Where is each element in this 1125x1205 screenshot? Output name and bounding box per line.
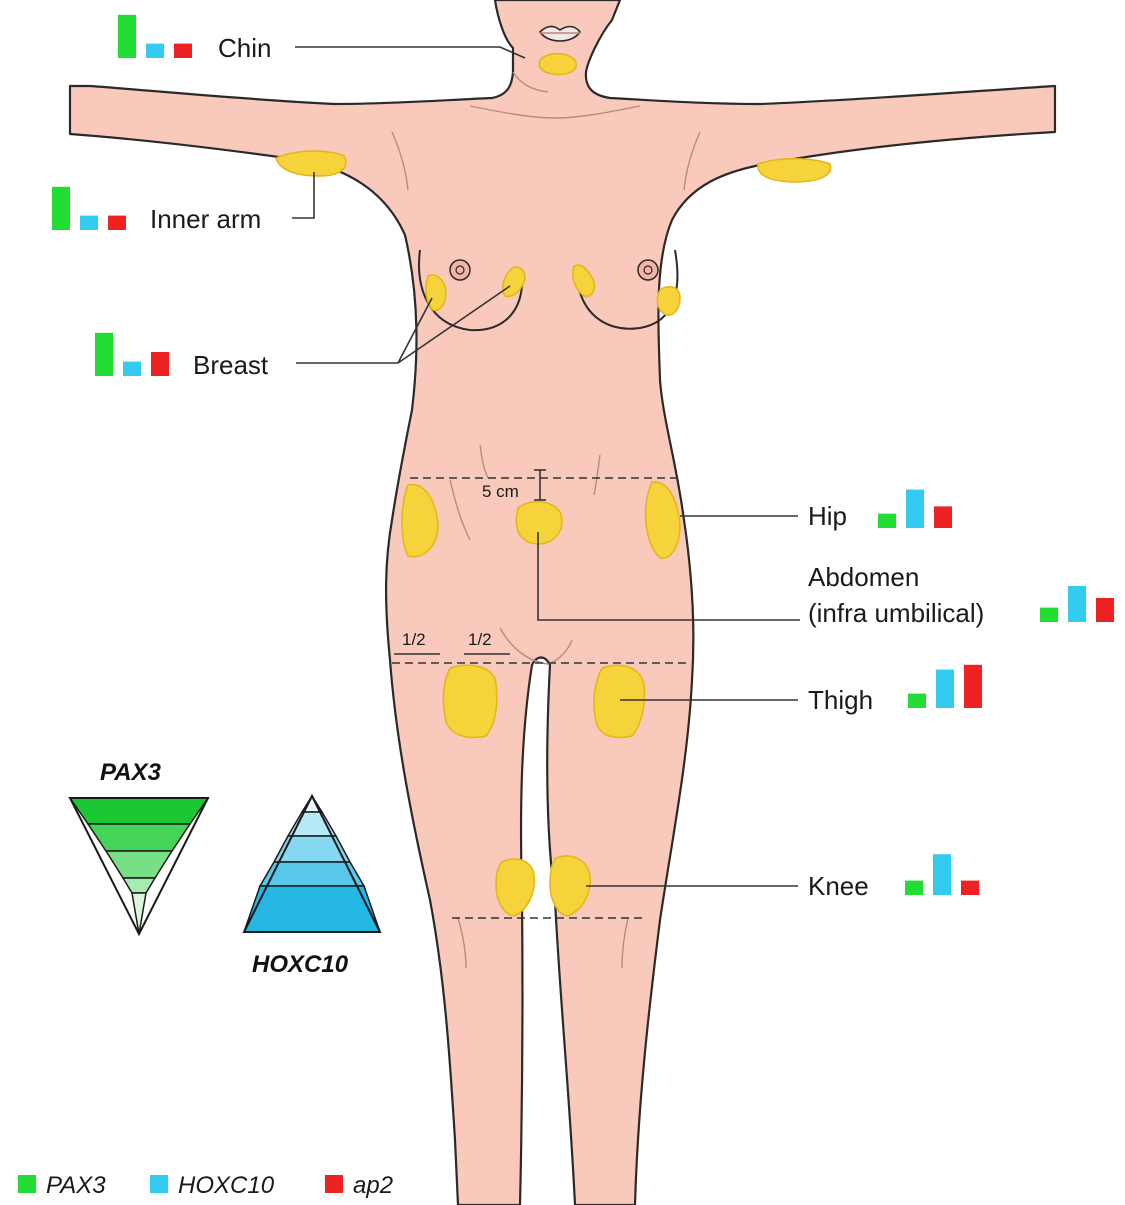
bar-thigh-ap2 [964,665,982,708]
bar-knee-hoxc10 [933,854,951,895]
fat-thigh-left [443,665,496,737]
label-hip: Hip [808,501,847,531]
bar-inner-arm-ap2 [108,216,126,230]
legend-label-pax3: PAX3 [46,1172,106,1199]
bar-inner-arm-pax3 [52,187,70,230]
hoxc10-gradient: HOXC10 [244,796,380,978]
bar-hip-hoxc10 [906,490,924,528]
bar-abdomen-hoxc10 [1068,586,1086,622]
label-knee: Knee [808,871,869,901]
fat-knee-left [496,859,534,916]
bar-inner-arm-hoxc10 [80,216,98,230]
bar-abdomen-ap2 [1096,598,1114,622]
bar-chin-pax3 [118,15,136,58]
label-chin: Chin [218,33,271,63]
label-thigh: Thigh [808,685,873,715]
bar-hip-pax3 [878,514,896,528]
bar-chin-ap2 [174,44,192,58]
bar-hip-ap2 [934,506,952,528]
bar-thigh-pax3 [908,694,926,708]
measure-5cm: 5 cm [482,482,519,501]
measure-half-left: 1/2 [402,630,426,649]
legend-swatch-pax3 [18,1175,36,1193]
fat-breast-right-outer [657,287,680,315]
pax3-gradient-title: PAX3 [100,759,162,786]
legend: PAX3 HOXC10 ap2 [18,1172,393,1199]
bar-knee-ap2 [961,881,979,895]
bar-thigh-hoxc10 [936,670,954,708]
pax3-gradient: PAX3 [70,759,208,934]
label-abdomen: Abdomen [808,562,919,592]
measure-half-right: 1/2 [468,630,492,649]
fat-inner-arm-left [276,151,346,176]
label-inner-arm: Inner arm [150,204,261,234]
bar-chin-hoxc10 [146,44,164,58]
fat-inner-arm-right [758,159,831,182]
legend-swatch-ap2 [325,1175,343,1193]
bar-breast-hoxc10 [123,362,141,376]
label-abdomen-sub: (infra umbilical) [808,598,984,628]
fat-chin [539,54,576,75]
bar-breast-pax3 [95,333,113,376]
label-breast: Breast [193,350,269,380]
legend-swatch-hoxc10 [150,1175,168,1193]
legend-label-ap2: ap2 [353,1172,393,1199]
fat-abdomen [516,502,562,544]
bar-abdomen-pax3 [1040,608,1058,622]
bar-knee-pax3 [905,881,923,895]
hoxc10-gradient-title: HOXC10 [252,951,349,978]
legend-label-hoxc10: HOXC10 [178,1172,275,1199]
fat-thigh-right [594,665,645,737]
bar-breast-ap2 [151,352,169,376]
